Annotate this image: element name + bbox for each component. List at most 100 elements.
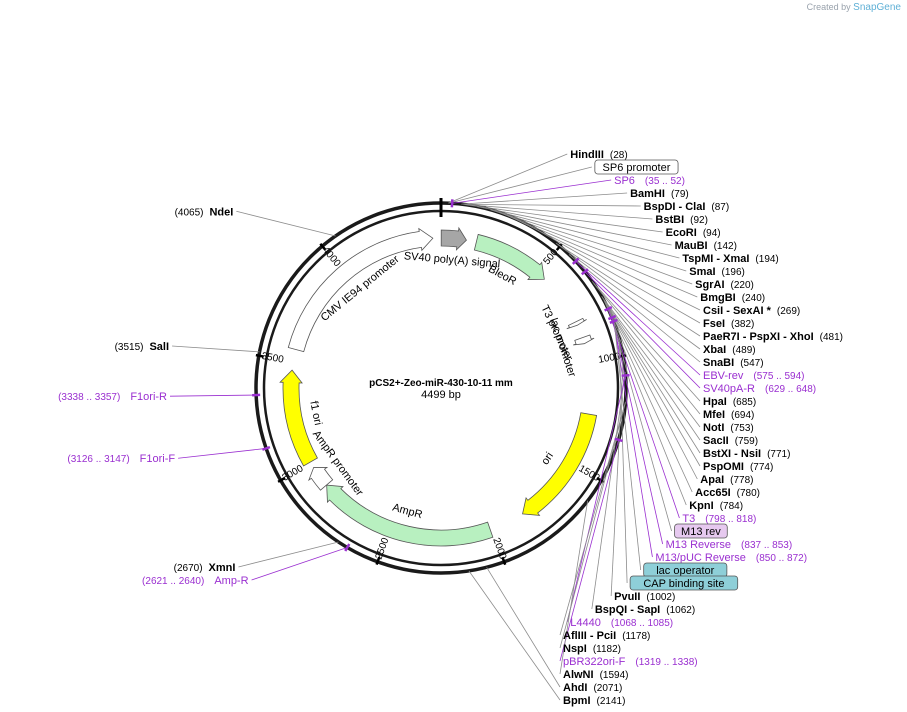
leader-line	[251, 547, 348, 581]
feature-box-lac-operator: lac operator	[656, 565, 714, 577]
site-sali: (3515)SalI	[115, 341, 169, 353]
leader-line	[575, 260, 701, 376]
leader-line	[169, 394, 257, 397]
feature-label-bleor: BleoR	[486, 263, 518, 288]
site-bstxi-nsii: BstXI - NsiI(771)	[703, 448, 790, 460]
feature-bleor	[473, 233, 545, 280]
leader-line	[610, 356, 624, 597]
primer-ebv-rev: EBV-rev(575 .. 594)	[703, 370, 805, 382]
leader-line	[486, 567, 561, 688]
leader-line	[601, 295, 701, 428]
site-hpai: HpaI(685)	[703, 396, 756, 408]
leader-line	[464, 204, 653, 220]
plasmid-name: pCS2+-Zeo-miR-430-10-11 mm	[369, 378, 513, 389]
site-noti: NotI(753)	[703, 422, 754, 434]
feature-label-ori: ori	[539, 450, 556, 467]
primer-mark	[344, 543, 351, 552]
site-xbai: XbaI(489)	[703, 344, 756, 356]
site-ndei: (4065)NdeI	[175, 206, 234, 218]
primer-l4440: L4440(1068 .. 1085)	[570, 617, 673, 629]
leader-line	[477, 206, 672, 246]
feature-f1-ori	[279, 369, 319, 467]
leader-line	[614, 323, 642, 571]
leader-line	[468, 570, 561, 701]
tick-mark	[319, 243, 327, 251]
primer-m13-puc-reverse: M13/pUC Reverse(850 .. 872)	[655, 552, 807, 564]
tick-mark	[501, 556, 507, 566]
site-fsei: FseI(382)	[703, 318, 754, 330]
feature-t3-promoter	[566, 317, 587, 330]
site-kpni: KpnI(784)	[689, 500, 743, 512]
tick-mark	[555, 243, 563, 251]
site-ahdi: AhdI(2071)	[563, 682, 622, 694]
leader-line	[611, 316, 672, 532]
primer-amp-r: (2621 .. 2640)Amp-R	[142, 575, 249, 587]
site-afliii-pcii: AflIII - PciI(1178)	[563, 630, 650, 642]
primer-mark	[571, 257, 580, 265]
leader-line	[559, 500, 589, 675]
site-maubi: MauBI(142)	[675, 240, 737, 252]
primer-mark	[261, 445, 271, 451]
tick-label: 3000	[280, 463, 305, 484]
site-acc65i: Acc65I(780)	[695, 487, 760, 499]
primer-mark	[614, 437, 623, 443]
tick-label: 1000	[598, 351, 622, 366]
leader-line	[605, 303, 687, 506]
primer-mark	[604, 305, 613, 312]
leader-line	[603, 300, 701, 454]
site-bmgbi: BmgBI(240)	[700, 292, 765, 304]
leader-line	[604, 302, 693, 493]
plasmid-length: 4499 bp	[421, 389, 461, 401]
feature-lac-promoter	[573, 334, 595, 346]
leader-line	[452, 179, 612, 204]
tick-mark	[277, 476, 286, 483]
site-snabi: SnaBI(547)	[703, 357, 764, 369]
site-mfei: MfeI(694)	[703, 409, 754, 421]
leader-line	[604, 301, 698, 480]
primer-mark	[580, 268, 589, 276]
leader-line	[559, 439, 619, 662]
feature-ampr-promoter	[308, 466, 334, 491]
leader-line	[496, 211, 693, 285]
leader-line	[566, 375, 626, 623]
site-sgrai: SgrAI(220)	[695, 279, 754, 291]
primer-t3: T3(798 .. 818)	[682, 513, 756, 525]
site-xmni: (2670)XmnI	[174, 562, 236, 574]
feature-box-cap-binding-site: CAP binding site	[643, 578, 724, 590]
site-bstbi: BstBI(92)	[655, 214, 708, 226]
site-ecori: EcoRI(94)	[666, 227, 721, 239]
primer-f1ori-f: (3126 .. 3147)F1ori-F	[67, 453, 175, 465]
leader-line	[238, 541, 339, 568]
leader-line	[593, 283, 701, 415]
site-hindiii: HindIII(28)	[570, 149, 627, 161]
leader-line	[465, 204, 663, 233]
leader-line	[236, 210, 336, 237]
site-sacii: SacII(759)	[703, 435, 758, 447]
leader-line	[448, 153, 568, 204]
feature-sv40-poly-a-signal	[440, 226, 467, 251]
tick-mark	[255, 353, 264, 358]
leader-line	[461, 192, 628, 205]
site-nspi: NspI(1182)	[563, 643, 621, 655]
leader-line	[568, 254, 701, 363]
leader-line	[557, 244, 701, 350]
site-bamhi: BamHI(79)	[630, 188, 689, 200]
tick-mark	[596, 476, 605, 484]
feature-cmv-ie94-promoter	[287, 227, 434, 353]
feature-box	[674, 523, 728, 539]
tick-label: 3500	[261, 351, 285, 366]
feature-label-ampr: AmpR	[391, 502, 424, 522]
site-bspdi-clai: BspDI - ClaI(87)	[644, 201, 730, 213]
leader-line	[584, 271, 701, 389]
leader-line	[501, 212, 698, 298]
leader-line	[611, 317, 664, 545]
leader-line	[490, 209, 687, 272]
primer-pbr322ori-f: pBR322ori-F(1319 .. 1338)	[563, 656, 698, 668]
site-smai: SmaI(196)	[689, 266, 745, 278]
leader-line	[534, 228, 701, 324]
site-paer7i-pspxi-xhoi: PaeR7I - PspXI - XhoI(481)	[703, 331, 843, 343]
feature-box	[594, 159, 679, 175]
leader-line	[490, 209, 680, 259]
feature-ori	[522, 412, 598, 516]
tick-mark	[375, 556, 381, 566]
